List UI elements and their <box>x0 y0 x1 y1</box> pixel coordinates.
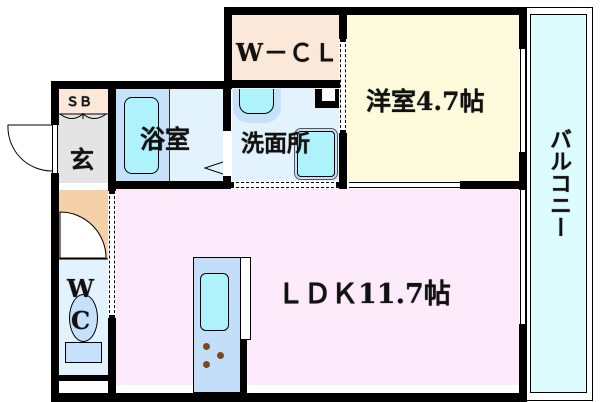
front-door-swing-icon <box>7 124 53 172</box>
wall <box>224 7 232 89</box>
stove-burner-icon <box>203 361 210 368</box>
sliding-door <box>349 182 460 188</box>
stove-burner-icon <box>217 352 224 359</box>
label-balcony: バルコニー <box>546 128 572 238</box>
wall <box>519 324 527 401</box>
washbasin-bowl <box>239 89 274 114</box>
wall <box>51 173 59 402</box>
entrance <box>58 114 108 183</box>
label-ldk: ＬＤＫ11.7帖 <box>277 279 451 310</box>
wall <box>116 181 231 189</box>
label-walk-in-closet: W－ＣＬ <box>236 38 339 67</box>
kitchen-wall-panel <box>240 257 251 340</box>
wall <box>51 81 232 89</box>
western-room <box>346 14 519 181</box>
sliding-door <box>109 191 115 318</box>
balcony-floor <box>530 14 587 393</box>
walk-in-closet <box>232 14 339 80</box>
wall <box>339 133 347 189</box>
washing-machine <box>297 131 335 177</box>
label-entrance: 玄 <box>70 145 94 174</box>
label-bathroom: 浴室 <box>140 125 191 154</box>
front-door-frame <box>52 125 58 173</box>
window <box>520 190 526 324</box>
wall <box>51 393 527 402</box>
sliding-door <box>340 39 346 133</box>
sliding-door <box>231 182 339 188</box>
stove-burner-icon <box>203 343 210 350</box>
wall <box>223 81 231 131</box>
wall <box>108 318 116 402</box>
wall <box>224 7 526 15</box>
label-toilet-w: W <box>67 274 94 303</box>
toilet-bottom-gap <box>58 385 108 393</box>
wall <box>460 181 526 189</box>
bathtub <box>124 97 159 174</box>
wall <box>519 7 527 49</box>
wall <box>108 130 116 180</box>
window <box>520 49 526 152</box>
toilet-tank <box>65 342 102 363</box>
storage-door-swing-icon <box>58 211 108 260</box>
wall <box>339 7 347 39</box>
wall <box>224 80 346 88</box>
label-shoe-box: ＳＢ <box>66 95 93 110</box>
wall <box>51 375 116 381</box>
toilet-bowl <box>69 294 98 342</box>
wall <box>51 81 59 125</box>
shoebox-doors-icon <box>58 113 108 119</box>
shoe-box <box>58 88 108 114</box>
wall <box>519 152 527 190</box>
bathroom-door-icon <box>203 161 223 175</box>
pipe-shaft <box>322 89 335 101</box>
label-washroom: 洗面所 <box>241 130 310 157</box>
label-western-room: 洋室4.7帖 <box>366 87 485 116</box>
label-toilet-c: C <box>71 306 91 335</box>
kitchen-sink <box>200 273 229 331</box>
ldk <box>116 189 519 385</box>
